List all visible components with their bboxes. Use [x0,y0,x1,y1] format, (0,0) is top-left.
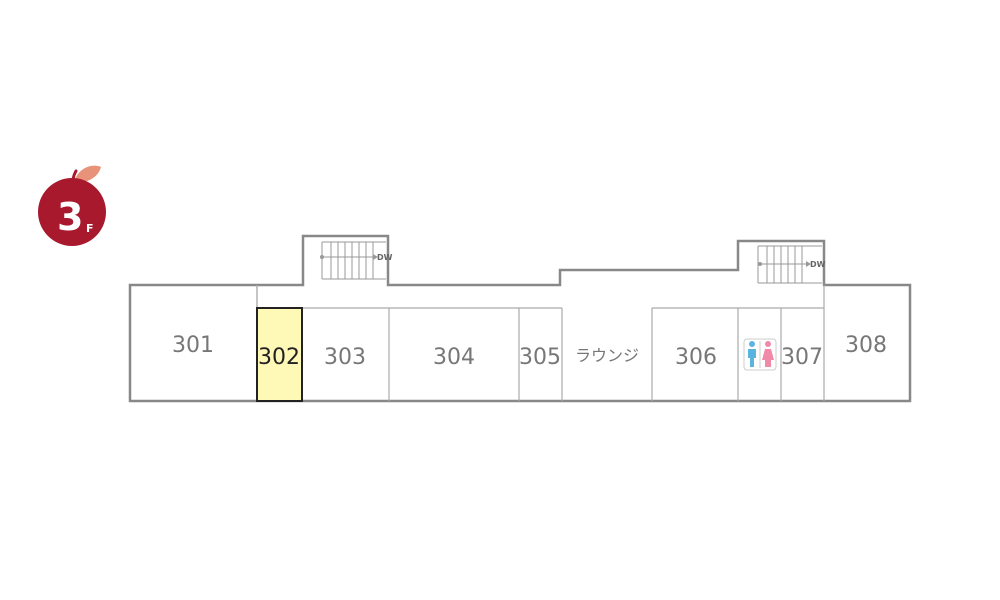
floor-suffix: F [86,222,94,235]
restroom-icon [743,338,777,371]
room-302-label[interactable]: 302 [258,345,300,370]
room-308-label[interactable]: 308 [845,333,887,358]
stairs-right: DW [757,245,826,284]
stairs-left: DW [320,241,393,280]
floor-badge: 3 F [38,165,106,246]
stairs-label: DW [810,260,826,269]
room-302-highlight[interactable] [256,307,303,402]
room-301-label[interactable]: 301 [172,333,214,358]
floor-number: 3 [57,195,83,239]
room-307-label[interactable]: 307 [781,345,823,370]
apple-leaf-icon [74,165,101,183]
stairs-label: DW [377,253,393,262]
stairs-start-dot [758,262,762,266]
stairs-start-dot [320,255,324,259]
room-303-label[interactable]: 303 [324,345,366,370]
stairs-arrow-icon [806,261,811,267]
building-outline [128,234,912,403]
apple-badge-icon [38,178,106,246]
room-304-label[interactable]: 304 [433,345,475,370]
room-305-label[interactable]: 305 [519,345,561,370]
stairs-arrow-icon [373,254,378,260]
lounge-label[interactable]: ラウンジ [575,346,639,365]
room-306-label[interactable]: 306 [675,345,717,370]
